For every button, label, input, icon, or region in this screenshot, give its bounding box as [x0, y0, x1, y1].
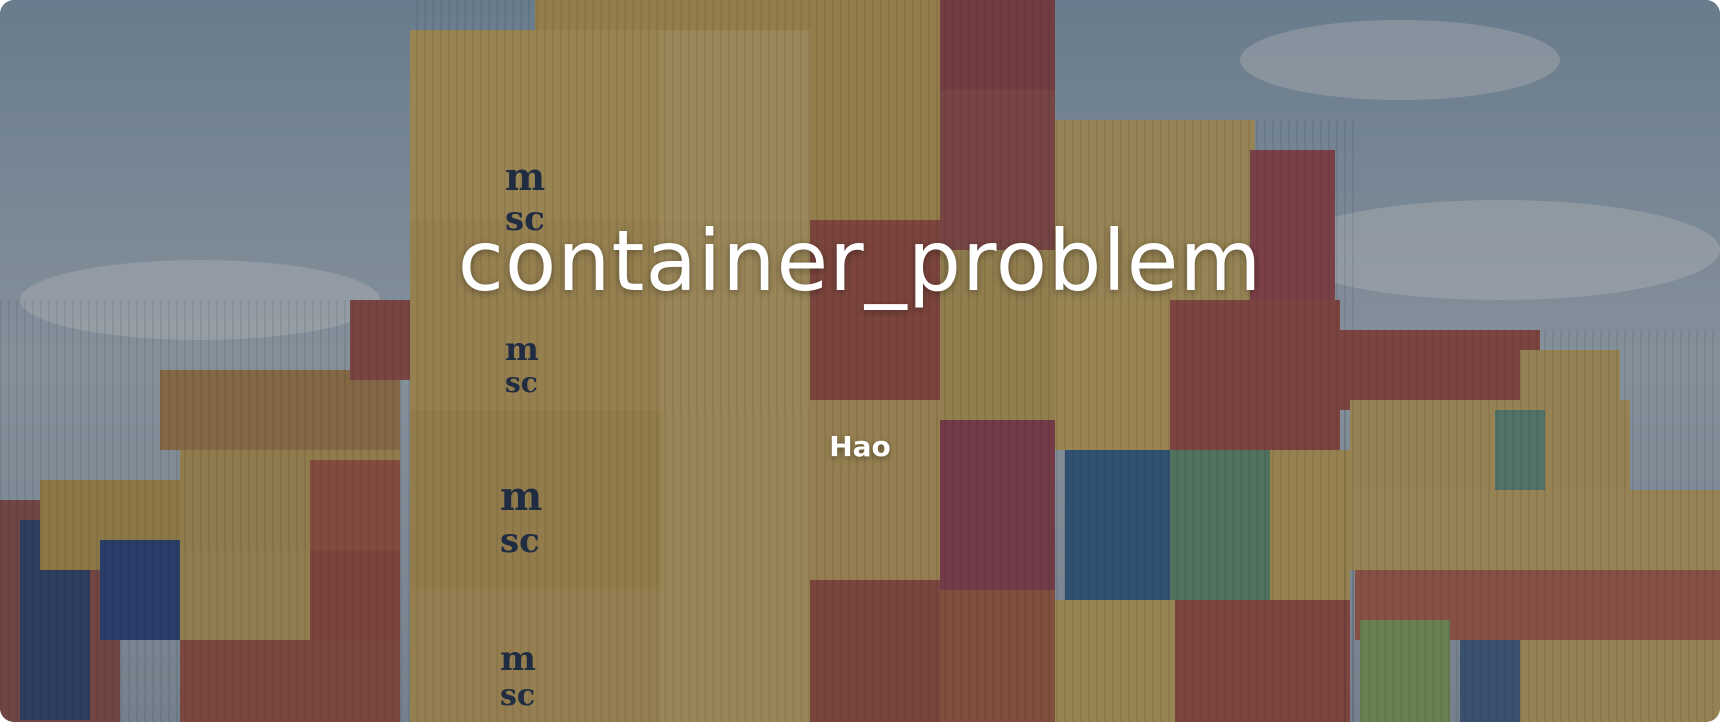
- svg-text:m: m: [505, 154, 545, 199]
- svg-text:sc: sc: [505, 366, 538, 399]
- svg-text:sc: sc: [505, 199, 545, 239]
- svg-text:m: m: [505, 330, 539, 368]
- author-name: Hao: [829, 430, 891, 463]
- svg-text:sc: sc: [500, 521, 540, 561]
- svg-text:m: m: [500, 639, 536, 679]
- msc-logo-icon: msc msc msc msc: [500, 154, 545, 713]
- page-title: container_problem: [457, 212, 1263, 310]
- svg-text:m: m: [500, 473, 542, 520]
- svg-text:sc: sc: [500, 678, 535, 713]
